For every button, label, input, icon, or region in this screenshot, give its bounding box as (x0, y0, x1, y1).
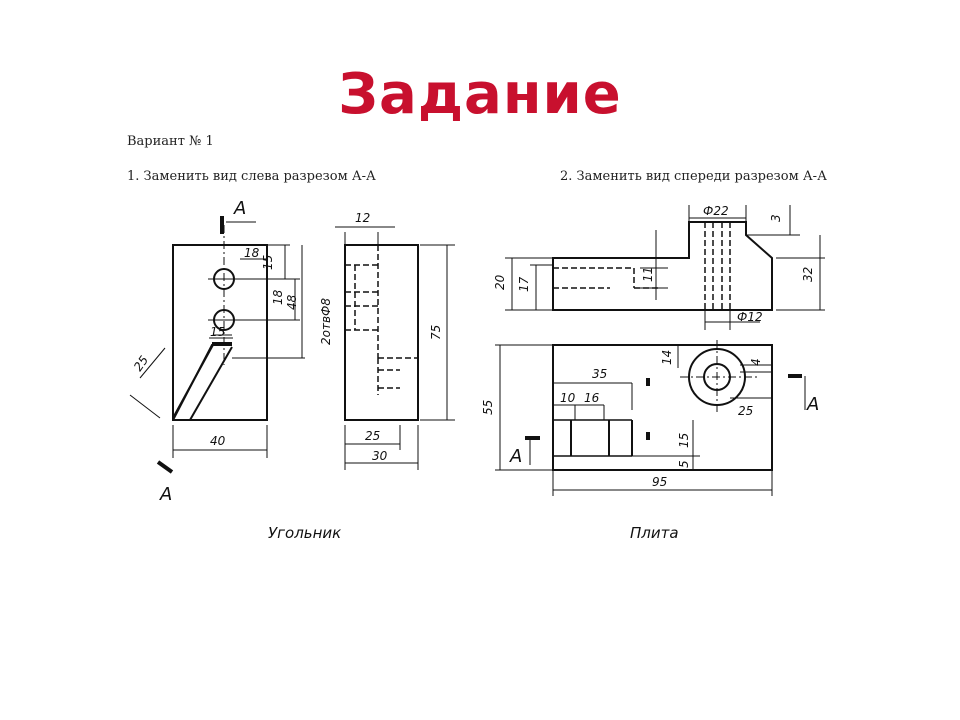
dim-holes: 2отвФ8 (319, 298, 333, 345)
ugolnik-front-view (129, 216, 305, 474)
dim-25-slot: 25 (131, 353, 151, 374)
ugolnik-side-view (335, 226, 455, 470)
section-label-a-right: А (806, 394, 819, 415)
section-label-a-bottom: А (159, 484, 172, 505)
dim-40: 40 (210, 434, 226, 448)
dim-25-side: 25 (365, 429, 380, 443)
plita-top-view (495, 340, 806, 496)
dim-5: 5 (677, 460, 691, 468)
dim-17: 17 (517, 276, 531, 292)
dim-16: 16 (584, 391, 600, 405)
dim-30: 30 (372, 449, 388, 463)
task-2-text: 2. Заменить вид спереди разрезом А-А (560, 169, 827, 184)
part-1-caption: Угольник (268, 524, 341, 542)
dim-75: 75 (429, 325, 443, 340)
dim-15-bottom: 15 (210, 325, 225, 339)
dim-35: 35 (592, 367, 607, 381)
dim-15-plate: 15 (677, 433, 691, 448)
dim-4: 4 (749, 358, 763, 366)
dim-10: 10 (560, 391, 576, 405)
dim-95: 95 (652, 475, 667, 489)
dim-32: 32 (801, 267, 815, 282)
dim-3: 3 (769, 214, 783, 222)
dim-phi22: Ф22 (703, 204, 729, 218)
dim-20: 20 (493, 274, 507, 290)
dim-phi12: Ф12 (737, 310, 763, 324)
variant-label: Вариант № 1 (127, 134, 214, 149)
dim-14: 14 (660, 350, 674, 365)
task-1-text: 1. Заменить вид слева разрезом А-А (127, 169, 376, 184)
section-label-a-top: А (233, 198, 246, 219)
slide-title: Задание (338, 62, 622, 127)
section-label-a-left: А (509, 446, 522, 467)
dim-48: 48 (285, 294, 299, 310)
plita-front-view (505, 205, 825, 330)
dim-12: 12 (355, 211, 370, 225)
dim-15: 15 (261, 255, 275, 270)
dim-11: 11 (641, 267, 655, 282)
part-2-caption: Плита (630, 524, 679, 542)
dim-18-top: 18 (244, 246, 260, 260)
dim-18-mid: 18 (271, 289, 285, 305)
dim-55: 55 (481, 400, 495, 415)
dim-25-plate: 25 (738, 404, 753, 418)
